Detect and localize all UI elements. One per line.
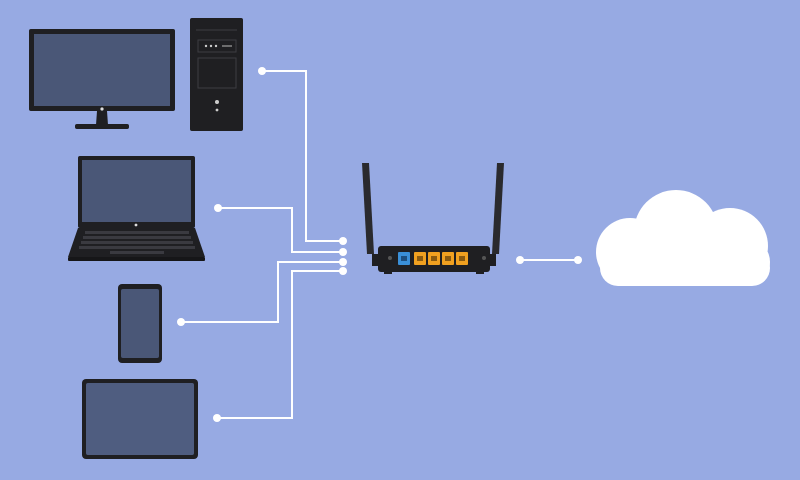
- smartphone-icon: [118, 284, 162, 363]
- tablet-icon: [82, 379, 198, 459]
- router-antenna-left: [362, 163, 374, 254]
- laptop-icon: [68, 156, 205, 261]
- wire-desktop-to-router: [262, 70, 342, 242]
- wire-endpoint: [339, 237, 347, 245]
- wifi-router-icon: [362, 163, 504, 274]
- wire-endpoint: [258, 67, 266, 75]
- computer-tower-icon: [190, 18, 243, 131]
- wire-endpoint: [177, 318, 185, 326]
- router-lan-ports: [401, 252, 468, 265]
- wire-endpoint: [214, 204, 222, 212]
- wire-tablet-to-router: [217, 270, 342, 419]
- wire-endpoints: [177, 67, 582, 422]
- wire-endpoint: [339, 248, 347, 256]
- wire-endpoint: [516, 256, 524, 264]
- wire-endpoint: [339, 267, 347, 275]
- wire-phone-to-router: [181, 261, 342, 323]
- wire-endpoint: [574, 256, 582, 264]
- router-antenna-right: [492, 163, 504, 254]
- wire-endpoint: [339, 258, 347, 266]
- cloud-icon: [596, 190, 770, 286]
- wires: [181, 70, 578, 419]
- wire-endpoint: [213, 414, 221, 422]
- laptop-keyboard: [79, 231, 195, 254]
- monitor-icon: [29, 29, 175, 129]
- wire-laptop-to-router: [218, 207, 342, 253]
